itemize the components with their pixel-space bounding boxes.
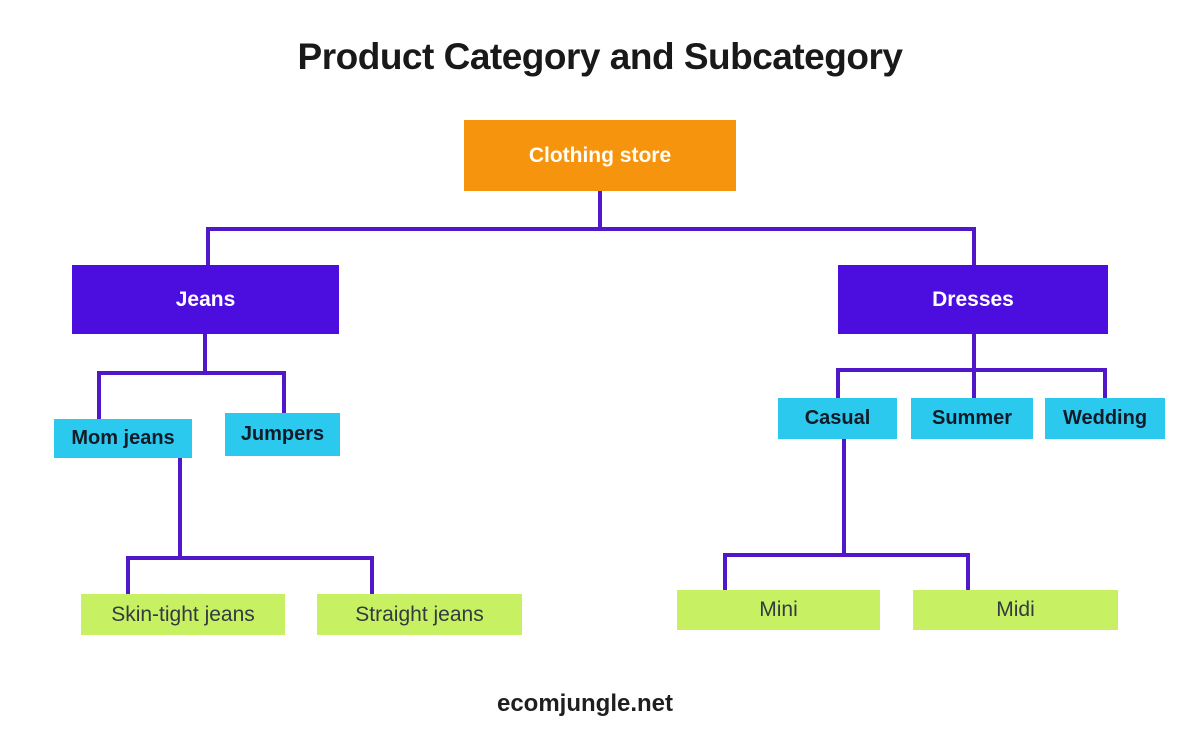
node-wedding: Wedding xyxy=(1045,398,1165,439)
connector-line xyxy=(836,368,840,398)
connector-line xyxy=(206,227,976,231)
connector-line xyxy=(126,556,130,594)
connector-line xyxy=(723,553,970,557)
connector-line xyxy=(1103,368,1107,398)
connector-line xyxy=(178,458,182,560)
connector-line xyxy=(972,227,976,265)
page-title: Product Category and Subcategory xyxy=(297,36,903,77)
connector-line xyxy=(206,227,210,265)
node-skin-tight-jeans: Skin-tight jeans xyxy=(81,594,285,635)
connector-line xyxy=(282,371,286,413)
node-jeans: Jeans xyxy=(72,265,339,334)
connector-line xyxy=(370,556,374,594)
node-summer: Summer xyxy=(911,398,1033,439)
connector-line xyxy=(203,334,207,375)
node-casual: Casual xyxy=(778,398,897,439)
connector-line xyxy=(97,371,286,375)
node-mom-jeans: Mom jeans xyxy=(54,419,192,458)
node-jumpers: Jumpers xyxy=(225,413,340,456)
connector-line xyxy=(972,334,976,398)
watermark-text: ecomjungle.net xyxy=(496,690,674,717)
connector-line xyxy=(966,553,970,590)
connector-line xyxy=(598,191,602,231)
connector-line xyxy=(842,439,846,557)
node-dresses: Dresses xyxy=(838,265,1108,334)
node-mini: Mini xyxy=(677,590,880,630)
connector-line xyxy=(126,556,374,560)
node-straight-jeans: Straight jeans xyxy=(317,594,522,635)
connector-line xyxy=(97,371,101,419)
node-clothing-store: Clothing store xyxy=(464,120,736,191)
connector-line xyxy=(723,553,727,590)
connector-line xyxy=(836,368,1107,372)
node-midi: Midi xyxy=(913,590,1118,630)
